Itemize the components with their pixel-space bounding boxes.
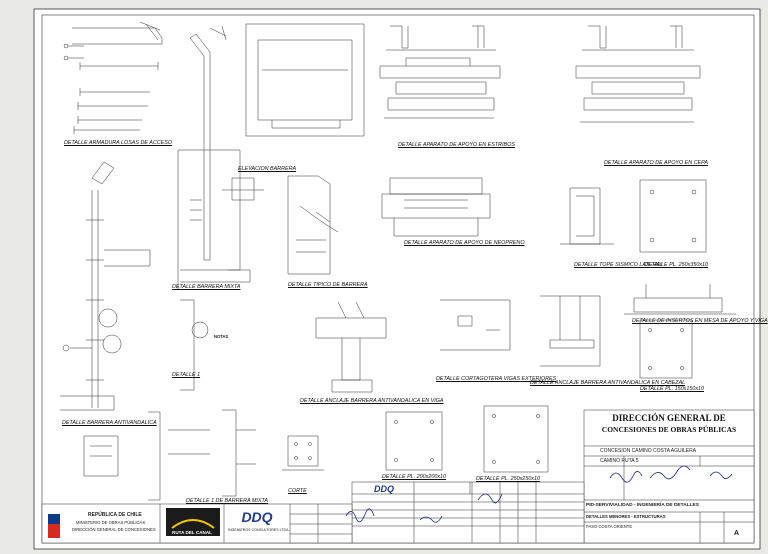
- concession-logo: RUTA DEL CANAL: [172, 530, 212, 535]
- caption-anclaje-sup: DETALLE ANCLAJE BARRERA ANTIVANDALICA EN…: [300, 398, 444, 404]
- caption-tipico: DETALLE TIPICO DE BARRERA: [288, 282, 368, 288]
- title-sector: CAMINO RUTA 5: [600, 458, 639, 464]
- caption-barrera-mixta: DETALLE BARRERA MIXTA: [172, 284, 241, 290]
- caption-barrera-anti: DETALLE BARRERA ANTIVANDALICA: [62, 420, 157, 426]
- caption-cortagotera: DETALLE CORTAGOTERA VIGAS EXTERIORES: [436, 376, 557, 382]
- gov-line1: REPÚBLICA DE CHILE: [88, 512, 142, 518]
- gov-line2: MINISTERIO DE OBRAS PÚBLICAS: [76, 520, 146, 525]
- title-drawing: DETALLES MENORES - ESTRUCTURAS: [586, 514, 666, 519]
- gov-line3: DIRECCIÓN GENERAL DE CONCESIONES: [72, 527, 156, 532]
- caption-apoyo-neopreno: DETALLE APARATO DE APOYO DE NEOPRENO: [404, 240, 525, 246]
- caption-anclaje-cabezal: DETALLE ANCLAJE BARRERA ANTIVANDALICA EN…: [530, 380, 686, 386]
- caption-pl-250b: DETALLE PL. 250x250x10: [476, 476, 541, 482]
- caption-elevacion: ELEVACION BARRERA: [238, 166, 297, 172]
- title-org-line2: CONCESIONES DE OBRAS PÚBLICAS: [601, 425, 737, 434]
- title-org-line1: DIRECCIÓN GENERAL DE: [612, 413, 726, 423]
- caption-losas: DETALLE ARMADURA LOSAS DE ACCESO: [64, 140, 173, 146]
- notes-label: NOTAS: [214, 334, 229, 339]
- caption-detalle1: DETALLE 1: [172, 372, 201, 378]
- caption-insertos: DETALLE DE INSERTOS EN MESA DE APOYO Y V…: [632, 318, 768, 324]
- title-pid: PID-SERVIVIALIDAD - INGENIERÍA DE DETALL…: [586, 503, 699, 508]
- title-project: CONCESION CAMINO COSTA AGUILERA: [600, 448, 697, 454]
- caption-pl-250: DETALLE PL. 250x350x10: [644, 262, 709, 268]
- title-firm-logo: DDQ: [356, 484, 412, 494]
- footer-firm-logo: DDQ: [226, 508, 288, 526]
- caption-corte: CORTE: [288, 488, 307, 494]
- title-drawing-sub: PASO COSTA ORIENTE: [586, 524, 633, 529]
- caption-detalle1b: DETALLE 1 DE BARRERA MIXTA: [186, 498, 268, 504]
- title-firm-name: DDQ: [374, 484, 394, 494]
- title-revision: A: [734, 530, 740, 537]
- caption-pl-150: DETALLE PL. 150x150x10: [640, 386, 705, 392]
- caption-pl-200: DETALLE PL. 200x200x10: [382, 474, 447, 480]
- caption-apoyo-estribos: DETALLE APARATO DE APOYO EN ESTRIBOS: [398, 142, 515, 148]
- caption-tope: DETALLE TOPE SISMICO LATERAL: [574, 262, 663, 268]
- footer-firm-name: DDQ: [241, 509, 273, 525]
- footer-firm-sub: INGENIEROS CONSULTORES LTDA.: [228, 528, 290, 532]
- caption-apoyo-cepa: DETALLE APARATO DE APOYO EN CEPA: [604, 160, 708, 166]
